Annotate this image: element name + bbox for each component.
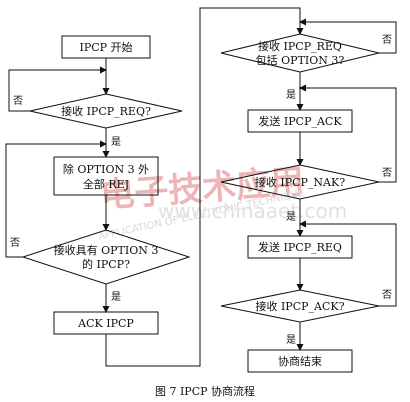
d3-yes-label: 是 — [286, 89, 296, 101]
d4-no-label: 否 — [382, 167, 392, 179]
end-box — [247, 349, 353, 373]
start-label: IPCP 开始 — [79, 40, 132, 54]
d3-label-line2: 包括 OPTION 3? — [256, 53, 345, 67]
d4-yes-label: 是 — [286, 211, 296, 223]
d4-label: 接收 IPCP_NAK? — [255, 175, 345, 189]
d2-no-label: 否 — [10, 237, 20, 249]
d1-yes-label: 是 — [111, 136, 121, 148]
d3-label-line1: 接收 IPCP_REQ — [258, 39, 342, 53]
p2-label: ACK IPCP — [77, 317, 134, 330]
d5-no-label: 否 — [382, 289, 392, 301]
d3-no-label: 否 — [382, 34, 392, 46]
d2-label-line2: 的 IPCP? — [82, 257, 130, 271]
p1-label-line1: 除 OPTION 3 外 — [63, 162, 149, 176]
end-label: 协商结束 — [278, 354, 322, 368]
p3-label: 发送 IPCP_ACK — [258, 114, 342, 128]
watermark-line2: www.chinaaet.com — [158, 199, 347, 223]
d2-yes-label: 是 — [111, 291, 121, 303]
d5-label: 接收 IPCP_ACK? — [255, 299, 344, 313]
d1-no-label: 否 — [13, 95, 23, 107]
d5-yes-label: 是 — [286, 334, 296, 346]
d2-label-line1: 接收具有 OPTION 3 — [54, 243, 159, 257]
figure-caption: 图 7 IPCP 协商流程 — [155, 384, 255, 398]
d1-label: 接收 IPCP_REQ? — [61, 104, 151, 118]
p4-label: 发送 IPCP_REQ — [258, 240, 342, 254]
p1-label-line2: 全部 REJ — [83, 177, 129, 191]
